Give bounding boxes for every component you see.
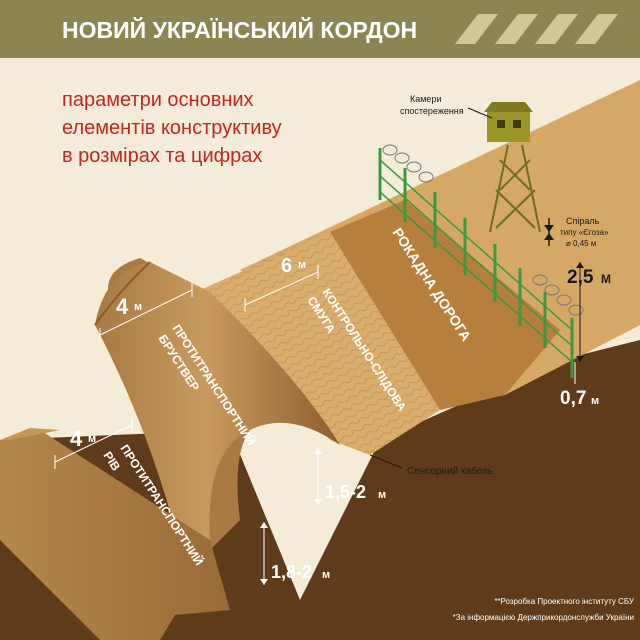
sensor-cable-label: Сенсорний кабель — [407, 465, 493, 477]
camera-label-1: Камери — [410, 94, 441, 104]
ditch-width-dim — [54, 418, 133, 469]
fence-height-arrow-bottom — [576, 356, 584, 362]
breastwork-edge — [94, 261, 151, 326]
subtitle-line-3: в розмірах та цифрах — [62, 145, 262, 167]
control-strip-width-dim — [244, 265, 319, 312]
spiral-icon — [544, 218, 554, 246]
fence-height-unit: М — [601, 272, 611, 286]
breastwork-height-arrow-top — [314, 448, 322, 454]
subtitle-line-1: параметри основних — [62, 89, 254, 111]
control-strip-texture — [200, 232, 440, 455]
subtitle-line-2: елементів конструктиву — [62, 117, 282, 139]
anti-transport-ditch — [0, 430, 230, 640]
fence-height-value: 2,5 — [567, 267, 594, 288]
spiral-label-1: Спіраль — [566, 216, 600, 226]
ditch-depth-value: 1,8-2 — [271, 562, 312, 582]
header-stripes — [455, 14, 618, 44]
fence-depth-value: 0,7 — [560, 388, 586, 409]
fence — [378, 148, 574, 378]
fence-depth-unit: м — [591, 395, 599, 407]
breastwork-height-value: 1,5-2 — [325, 482, 366, 502]
patrol-road — [330, 200, 560, 410]
ditch-depth-unit: м — [322, 569, 330, 581]
breastwork-height-unit: м — [378, 489, 386, 501]
spiral-label-2: типу «Єгоза» — [560, 228, 609, 237]
ditch-width-value: 4 — [70, 426, 83, 451]
breastwork-height-arrow-bottom — [314, 499, 322, 505]
watchtower — [484, 102, 541, 233]
razor-wire — [382, 144, 584, 316]
footnote-2: *За інформацією Держприкордонслужби Укра… — [453, 613, 634, 622]
ditch-depth-arrow-bottom — [260, 579, 268, 585]
header-bar — [0, 0, 640, 58]
breastwork-width-unit: м — [134, 301, 142, 313]
control-strip-width-value: 6 — [281, 255, 292, 277]
sensor-cable-leader — [369, 454, 403, 469]
page-title: НОВИЙ УКРАЇНСЬКИЙ КОРДОН — [62, 16, 417, 43]
spiral-label-3: ⌀ 0,45 м — [566, 239, 596, 248]
control-strip-width-unit: м — [298, 259, 306, 271]
ditch-edge — [0, 428, 60, 440]
ditch-depth-arrow-top — [260, 522, 268, 528]
breastwork-body — [95, 262, 340, 548]
camera-label-2: спостереження — [400, 106, 464, 116]
breastwork-width-dim — [99, 283, 193, 342]
camera-leader — [467, 107, 493, 119]
ditch-width-unit: м — [88, 433, 96, 445]
fence-height-arrow-top — [576, 262, 584, 268]
footnote-1: **Розробка Проектного інституту СБУ — [494, 597, 635, 606]
breastwork-width-value: 4 — [116, 294, 129, 319]
